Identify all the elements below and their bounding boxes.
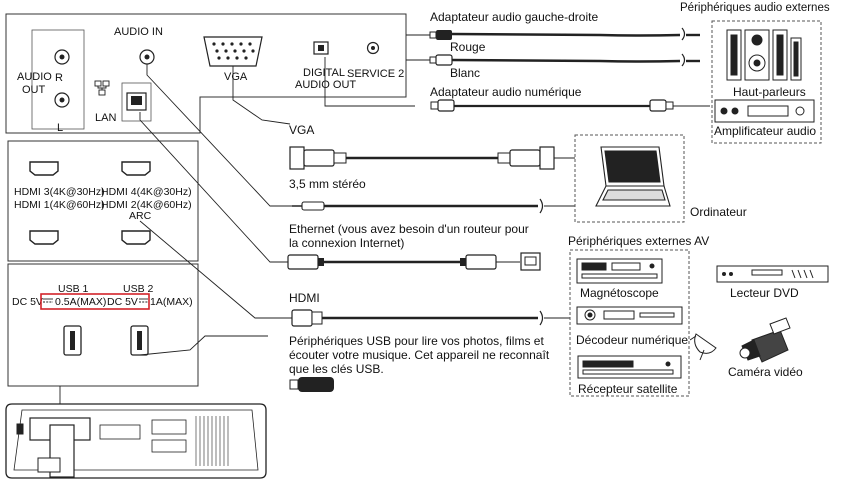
audio-out-box — [31, 29, 85, 130]
hdmi3-label: HDMI 3(4K@30Hz) — [14, 186, 105, 198]
laptop-icon — [595, 146, 671, 207]
satellite-dish-icon — [689, 333, 717, 361]
lan-label: LAN — [95, 112, 116, 124]
amplifier-label: Amplificateur audio — [714, 124, 816, 138]
audio-l-label: L — [57, 122, 63, 134]
usb2-label: USB 2 — [123, 283, 154, 295]
digital-adapter-label: Adaptateur audio numérique — [430, 85, 582, 99]
dvd-icon — [716, 265, 829, 283]
audio-out-label-2: OUT — [22, 84, 46, 96]
stereo-cable — [292, 198, 575, 214]
audio-ext-title: Périphériques audio externes — [680, 2, 830, 14]
dc2-label: DC 5V — [107, 296, 138, 308]
av-ext-title: Périphériques externes AV — [568, 234, 709, 248]
hdmi2-label: HDMI 2(4K@60Hz) — [101, 199, 192, 211]
vcr-label: Magnétoscope — [580, 286, 659, 300]
amplifier-icon — [714, 99, 815, 123]
router-port-icon — [520, 252, 541, 271]
speakers-label: Haut-parleurs — [733, 85, 806, 99]
digital-label-2: AUDIO OUT — [295, 79, 356, 91]
dc2-current: 1A(MAX) — [150, 296, 193, 308]
rca-white-cable — [429, 53, 700, 67]
audio-r-label: R — [55, 72, 63, 84]
hdmi-cable — [291, 309, 570, 327]
tv-back-view — [5, 386, 267, 479]
hdmi4-label: HDMI 4(4K@30Hz) — [101, 186, 192, 198]
usb-stick-icon — [289, 377, 334, 392]
usb-text-3: que les clés USB. — [289, 362, 384, 376]
audio-devices-group: Périphériques audio externes Haut-parleu… — [680, 2, 830, 144]
dc1-label: DC 5V — [12, 296, 43, 308]
stereo-cable-label: 3,5 mm stéréo — [289, 177, 366, 191]
usb1-label: USB 1 — [58, 283, 89, 295]
ethernet-label-2: la connexion Internet) — [289, 236, 404, 250]
vga-port-label: VGA — [224, 71, 248, 83]
dvd-label: Lecteur DVD — [730, 286, 799, 300]
usb-text-2: écouter votre musique. Cet appareil ne r… — [289, 348, 550, 362]
usb-panel: USB 1 USB 2 DC 5V 0.5A(MAX) DC 5V 1A(MAX… — [7, 263, 199, 387]
computer-group: Ordinateur — [574, 134, 747, 223]
speakers-icon — [726, 29, 802, 81]
blanc-label: Blanc — [450, 66, 480, 80]
digital-label-1: DIGITAL — [303, 67, 345, 79]
ethernet-label-1: Ethernet (vous avez besoin d'un routeur … — [289, 222, 529, 236]
connection-lines — [139, 34, 430, 356]
optical-cable — [430, 99, 710, 112]
satellite-receiver-icon — [577, 355, 682, 379]
camera-label: Caméra vidéo — [728, 365, 803, 379]
rouge-label: Rouge — [450, 40, 486, 54]
hdmi-port-icon — [29, 161, 151, 245]
decoder-icon — [576, 306, 683, 325]
hdmi-panel: HDMI 3(4K@30Hz) HDMI 4(4K@30Hz) HDMI 1(4… — [7, 140, 199, 262]
vcr-icon — [576, 258, 663, 284]
audio-out-label-1: AUDIO — [17, 71, 52, 83]
decoder-label: Décodeur numérique — [576, 333, 688, 347]
computer-label: Ordinateur — [690, 205, 747, 219]
satellite-label: Récepteur satellite — [578, 382, 678, 396]
vga-cable-label: VGA — [289, 123, 314, 137]
ethernet-cable — [287, 252, 541, 271]
audio-lr-adapter-label: Adaptateur audio gauche-droite — [430, 10, 598, 24]
rca-red-cable — [429, 27, 700, 41]
usb-text-1: Périphériques USB pour lire vos photos, … — [289, 334, 544, 348]
lan-icon — [94, 80, 110, 96]
vga-cable — [289, 146, 575, 170]
top-connector-panel: R L AUDIO OUT AUDIO IN VGA DIGITAL AUDIO… — [5, 13, 407, 134]
video-camera-icon — [739, 317, 791, 363]
arc-label: ARC — [129, 210, 152, 222]
current-highlight — [40, 293, 150, 310]
audio-in-label: AUDIO IN — [114, 26, 163, 38]
service-label: SERVICE 2 — [347, 68, 404, 80]
dc1-current: 0.5A(MAX) — [55, 296, 106, 308]
dc-symbol-icon — [43, 298, 148, 303]
hdmi-cable-label: HDMI — [289, 291, 320, 305]
hdmi1-label: HDMI 1(4K@60Hz) — [14, 199, 105, 211]
av-devices-group: Périphériques externes AV Magnétoscope L… — [568, 234, 829, 397]
